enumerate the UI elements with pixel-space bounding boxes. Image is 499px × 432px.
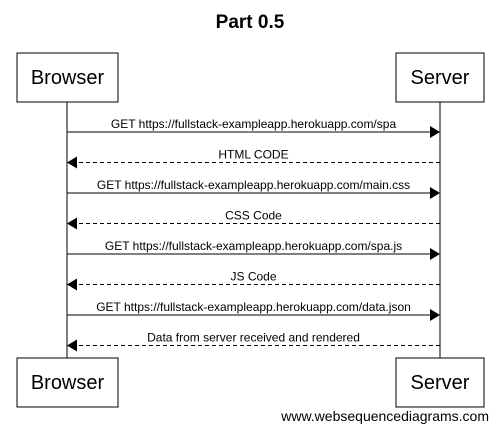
arrowhead-icon	[67, 156, 77, 169]
message-label: GET https://fullstack-exampleapp.herokua…	[96, 300, 411, 314]
message-label: JS Code	[230, 270, 276, 284]
watermark-text: www.websequencediagrams.com	[280, 408, 489, 424]
server-actor-bottom-label: Server	[411, 372, 470, 394]
message-4: CSS Code	[67, 209, 440, 230]
message-3: GET https://fullstack-exampleapp.herokua…	[67, 178, 440, 199]
arrowhead-icon	[67, 217, 77, 230]
diagram-title: Part 0.5	[216, 12, 285, 33]
browser-actor-bottom-label: Browser	[31, 372, 105, 394]
arrowhead-icon	[67, 278, 77, 291]
message-label: HTML CODE	[218, 148, 288, 162]
arrowhead-icon	[67, 339, 77, 352]
arrowhead-icon	[430, 126, 440, 138]
browser-actor-top-label: Browser	[31, 67, 105, 89]
server-actor-bottom: Server	[395, 357, 485, 408]
arrowhead-icon	[430, 309, 440, 321]
message-8: Data from server received and rendered	[67, 331, 440, 352]
message-label: GET https://fullstack-exampleapp.herokua…	[111, 117, 397, 131]
browser-actor-bottom: Browser	[16, 357, 119, 408]
message-2: HTML CODE	[67, 148, 440, 169]
browser-actor-top: Browser	[16, 52, 119, 103]
message-list: GET https://fullstack-exampleapp.herokua…	[67, 117, 440, 352]
message-7: GET https://fullstack-exampleapp.herokua…	[67, 300, 440, 321]
message-5: GET https://fullstack-exampleapp.herokua…	[67, 239, 440, 260]
message-6: JS Code	[67, 270, 440, 291]
message-label: GET https://fullstack-exampleapp.herokua…	[105, 239, 402, 253]
arrowhead-icon	[430, 187, 440, 199]
message-1: GET https://fullstack-exampleapp.herokua…	[67, 117, 440, 138]
arrowhead-icon	[430, 248, 440, 260]
message-label: CSS Code	[225, 209, 282, 223]
message-label: GET https://fullstack-exampleapp.herokua…	[97, 178, 410, 192]
server-actor-top-label: Server	[411, 67, 470, 89]
message-label: Data from server received and rendered	[147, 331, 360, 345]
server-actor-top: Server	[395, 52, 485, 103]
